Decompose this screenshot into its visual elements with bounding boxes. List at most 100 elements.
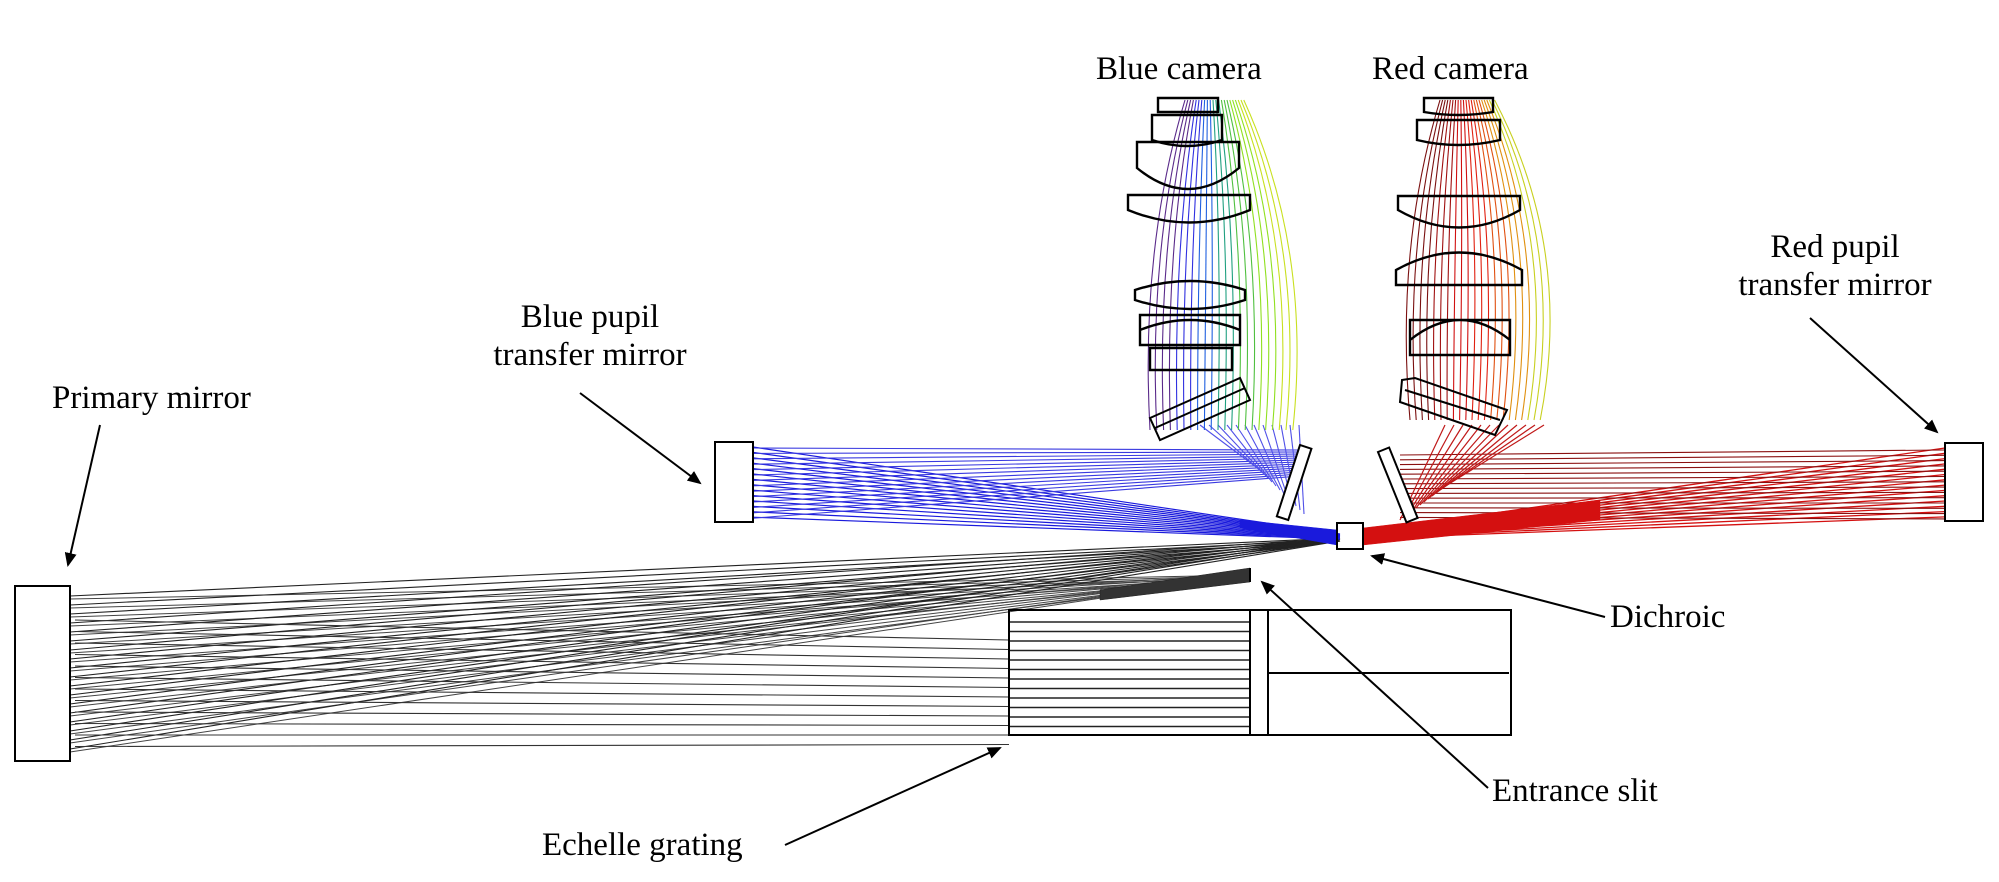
grating-ray xyxy=(74,688,1010,698)
blue-ray xyxy=(1262,424,1289,499)
blue-camera-lens-stack xyxy=(1126,96,1252,442)
red-camera-ray xyxy=(1465,99,1476,421)
red-ray xyxy=(1403,424,1455,518)
label-blue-pupil-line2: transfer mirror xyxy=(493,337,687,373)
red-camera-ray-bundle xyxy=(1405,99,1551,421)
black-ray xyxy=(69,575,1251,681)
red-ray xyxy=(1399,481,1946,485)
blue-ray xyxy=(752,471,1301,508)
blue-pupil-transfer-mirror xyxy=(714,441,754,523)
blue-ray xyxy=(1235,424,1277,487)
red-ray xyxy=(1399,460,1946,466)
black-ray xyxy=(69,537,1341,651)
blue-ray xyxy=(752,446,1341,535)
red-ray xyxy=(1399,454,1946,461)
label-blue-camera: Blue camera xyxy=(1096,51,1262,87)
red-ray xyxy=(1411,424,1473,512)
primary-mirror-arrow xyxy=(64,424,101,567)
blue-lens-1 xyxy=(1156,96,1220,114)
blue-camera-ray xyxy=(1232,99,1270,431)
black-ray-bundle xyxy=(69,537,1341,753)
blue-camera-ray xyxy=(1209,99,1213,431)
blue-ray xyxy=(752,473,1301,514)
label-blue-pupil-line1: Blue pupil xyxy=(520,299,660,335)
grating-ray xyxy=(74,619,1010,641)
blue-ray xyxy=(752,455,1301,465)
red-camera-ray xyxy=(1481,99,1517,421)
black-ray xyxy=(69,540,1341,696)
label-echelle-grating: Echelle grating xyxy=(542,827,743,863)
blue-camera-ray xyxy=(1234,99,1277,431)
black-ray xyxy=(69,540,1341,750)
blue-ray xyxy=(752,463,1301,487)
grating-ray xyxy=(74,642,1010,660)
red-camera-ray xyxy=(1478,99,1510,421)
blue-camera-ray xyxy=(1183,99,1200,431)
blue-ray xyxy=(752,447,1301,451)
red-camera-ray xyxy=(1452,99,1459,421)
label-red-pupil-line1: Red pupil xyxy=(1770,229,1900,265)
entrance-slit-arrow xyxy=(1260,580,1489,789)
red-ray xyxy=(1399,470,1946,475)
red-lens-2 xyxy=(1415,118,1502,147)
blue-ray xyxy=(1199,424,1261,471)
blue-camera-ray-bundle xyxy=(1147,99,1298,431)
black-ray xyxy=(69,576,1251,735)
red-ray xyxy=(1435,424,1527,494)
red-ray xyxy=(1399,475,1946,480)
red-camera-ray xyxy=(1488,99,1537,421)
red-ray xyxy=(1407,424,1464,515)
blue-ray xyxy=(752,465,1301,492)
black-ray xyxy=(69,575,1251,753)
black-ray-wedge xyxy=(1099,567,1251,601)
black-ray xyxy=(69,576,1251,726)
blue-lens-8 xyxy=(1148,376,1252,442)
blue-camera-ray xyxy=(1229,99,1263,431)
red-camera-ray xyxy=(1459,99,1463,421)
red-ray xyxy=(1399,486,1946,490)
red-ray-bundle xyxy=(1362,424,1946,546)
grating-ray xyxy=(74,722,1010,727)
blue-camera-ray xyxy=(1240,99,1291,431)
primary-mirror xyxy=(14,585,71,762)
red-camera-ray xyxy=(1486,99,1531,421)
blue-camera-ray xyxy=(1175,99,1197,431)
blue-camera-ray xyxy=(1243,99,1298,431)
red-lens-4 xyxy=(1394,251,1524,287)
grating-ray xyxy=(74,676,1010,689)
blue-ray xyxy=(752,516,1341,540)
blue-camera-ray xyxy=(1237,99,1284,431)
blue-ray xyxy=(752,453,1301,460)
red-ray xyxy=(1399,512,1946,515)
black-ray xyxy=(69,537,1341,732)
blue-ray xyxy=(1208,424,1265,475)
red-ray xyxy=(1423,424,1500,503)
black-ray xyxy=(69,538,1341,633)
blue-ray xyxy=(752,459,1301,476)
label-blue-pupil-transfer-mirror: Blue pupil transfer mirror xyxy=(480,298,700,374)
red-ray xyxy=(1427,424,1509,500)
black-ray xyxy=(69,537,1341,705)
blue-ray xyxy=(752,461,1301,481)
red-pupil-arrow xyxy=(1809,317,1939,434)
grating-ray xyxy=(74,711,1010,717)
red-ray xyxy=(1415,424,1482,509)
red-camera-lens-stack xyxy=(1394,96,1524,437)
blue-camera-ray xyxy=(1147,99,1186,431)
blue-fold-mirror xyxy=(1275,443,1313,522)
blue-ray xyxy=(752,489,1341,538)
blue-camera-ray xyxy=(1161,99,1192,431)
blue-ray xyxy=(752,469,1301,503)
blue-camera-ray xyxy=(1190,99,1203,431)
grating-ray xyxy=(74,743,1010,748)
blue-camera-ray xyxy=(1154,99,1189,431)
label-red-pupil-transfer-mirror: Red pupil transfer mirror xyxy=(1720,228,1950,304)
black-ray xyxy=(69,537,1341,597)
blue-lens-6 xyxy=(1138,313,1242,347)
red-lens-1 xyxy=(1422,96,1495,117)
red-ray xyxy=(1399,465,1946,470)
black-ray xyxy=(69,575,1251,717)
blue-ray xyxy=(752,500,1341,539)
